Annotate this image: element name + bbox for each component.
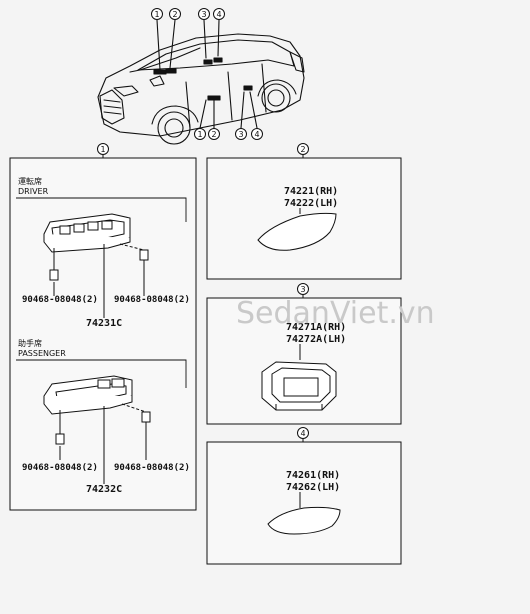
panel-4: 4 74261(RH) 74262(LH) [206,427,402,565]
callout-1-bottom: 1 [194,128,206,140]
panel-1-number: 1 [100,145,105,154]
panel-2-number: 2 [300,145,305,154]
panel-3-part-rh: 74271A(RH) [286,322,346,333]
panel-1: 1 運転席 DRIVER 90468-08048(2) 90468-08048(… [9,143,197,511]
panel-2-trim-piece [257,212,337,251]
passenger-switch-assembly [43,375,151,484]
driver-part-number: 74231C [86,318,122,329]
callout-2-bottom: 2 [208,128,220,140]
passenger-label-cn: 助手席 [18,338,42,348]
callout-4-bottom: 4 [251,128,263,140]
svg-text:2: 2 [211,130,216,139]
vehicle-illustration [97,19,305,145]
callout-4-top: 4 [213,8,225,20]
panel-2: 2 74221(RH) 74222(LH) [206,143,402,280]
svg-text:1: 1 [197,130,202,139]
svg-text:1: 1 [154,10,159,19]
driver-label-en: DRIVER [18,187,49,196]
panel-4-trim-piece [267,506,341,535]
svg-text:3: 3 [238,130,243,139]
passenger-clip-right-label: 90468-08048(2) [114,463,190,473]
callout-1-top: 1 [151,8,163,20]
panel-4-part-lh: 74262(LH) [286,482,340,493]
callout-3-top: 3 [198,8,210,20]
svg-text:2: 2 [172,10,177,19]
watermark-text: SedanViet.vn [236,296,435,331]
driver-switch-assembly [43,213,149,318]
panel-4-part-rh: 74261(RH) [286,470,340,481]
passenger-clip-left-label: 90468-08048(2) [22,463,98,473]
panel-3-part-lh: 74272A(LH) [286,334,346,345]
panel-2-part-lh: 74222(LH) [284,198,338,209]
panel-3-number: 3 [300,285,305,294]
svg-text:4: 4 [216,10,221,19]
callout-3-bottom: 3 [235,128,247,140]
passenger-part-number: 74232C [86,484,122,495]
panel-3: 3 74271A(RH) 74272A(LH) [206,283,402,425]
driver-label-cn: 運転席 [18,176,42,186]
callout-2-top: 2 [169,8,181,20]
driver-clip-right-label: 90468-08048(2) [114,295,190,305]
driver-clip-left-label: 90468-08048(2) [22,295,98,305]
panel-3-switch-bezel [261,361,337,411]
panel-4-number: 4 [300,429,305,438]
passenger-label-en: PASSENGER [18,349,66,358]
svg-text:3: 3 [201,10,206,19]
panel-2-part-rh: 74221(RH) [284,186,338,197]
svg-text:4: 4 [254,130,259,139]
